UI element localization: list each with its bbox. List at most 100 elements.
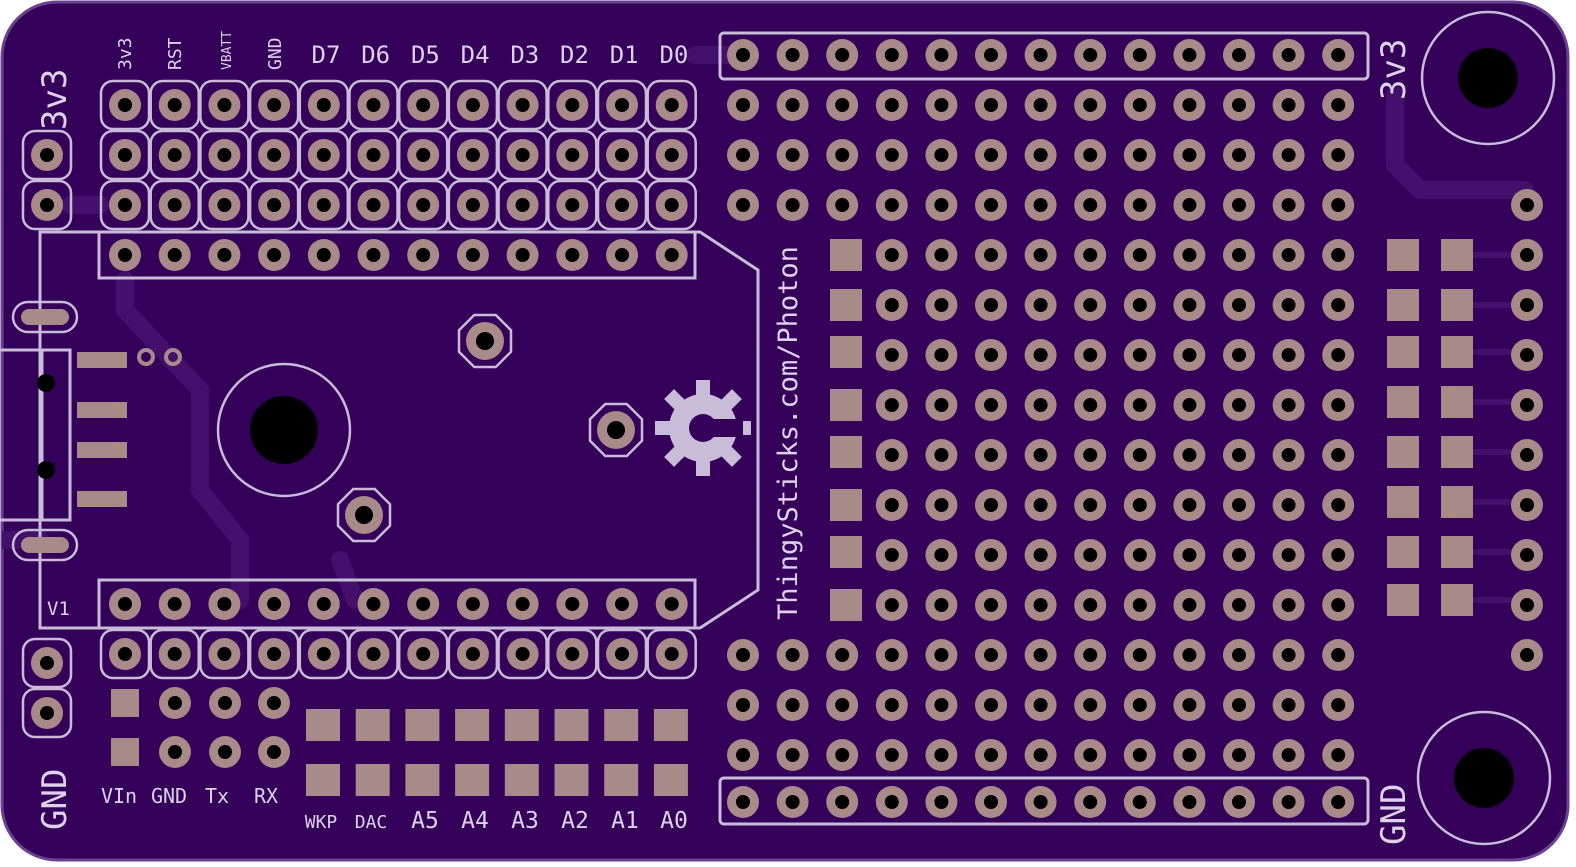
proto-pad-r7-c10-drill: [1232, 398, 1246, 412]
breakout-pad-r1-c5-outline: [348, 129, 399, 181]
proto-pad-r2-c12-drill: [1331, 148, 1346, 162]
proto-pad-r7-c12-drill: [1331, 398, 1346, 412]
proto-pad-r12-c9-drill: [1182, 648, 1197, 662]
proto-pad-r11-c7-drill: [1083, 598, 1098, 612]
breakout-pad-r0-c2-outline: [199, 79, 250, 131]
breakout-bottom-pad-11-drill: [664, 647, 679, 661]
proto-pad-r8-c5-drill: [984, 448, 998, 462]
photon-bottom-pin-1-drill: [167, 597, 182, 611]
proto-pad-r2-c4-drill: [934, 148, 949, 162]
breakout-pad-r1-c6-outline: [397, 129, 449, 181]
analog-square-pad-top-7: [653, 709, 688, 741]
analog-label-wkp: WKP: [305, 812, 338, 833]
photon-bottom-pin-7-drill: [465, 597, 480, 611]
breakout-pad-r2-c4-outline: [298, 179, 350, 231]
proto-pad-r15-c8-drill: [1132, 795, 1147, 809]
proto-pad-r0-c10-drill: [1232, 48, 1246, 62]
proto-pad-r1-c0-drill: [736, 98, 750, 112]
proto-pad-r0-c6-drill: [1033, 48, 1048, 62]
breakout-bottom-pad-8-outline: [497, 628, 548, 680]
breakout-bottom-pad-6-drill: [416, 647, 431, 661]
proto-pad-r1-c10-drill: [1232, 98, 1246, 112]
proto-pad-r6-c6-drill: [1033, 348, 1048, 362]
proto-pad-r11-c5-drill: [984, 598, 998, 612]
breakout-pad-r0-c5-outline: [348, 79, 399, 131]
breakout-pad-r0-c9-drill: [565, 98, 580, 112]
breakout-pad-r1-c8-outline: [497, 129, 548, 181]
proto-pad-r13-c0-drill: [736, 698, 750, 712]
proto-pad-r3-c1-drill: [785, 198, 800, 212]
analog-label-dac: DAC: [355, 812, 388, 833]
right-square-pad-b-7: [1441, 584, 1473, 616]
breakout-bottom-pad-2-drill: [217, 647, 232, 661]
photon-bottom-pin-2-drill: [217, 597, 232, 611]
proto-pad-r9-c4-drill: [934, 498, 949, 512]
right-square-pad-a-2: [1387, 336, 1419, 368]
proto-pad-r11-c12-drill: [1331, 598, 1346, 612]
usb-tab-1: [21, 537, 69, 553]
left-3v3-pad-0-drill: [40, 148, 54, 162]
proto-pad-r12-c0-drill: [736, 648, 750, 662]
proto-square-pad-4: [830, 436, 862, 468]
breakout-pad-r0-c8-outline: [497, 79, 548, 131]
bl-pad-top-1-drill: [168, 696, 182, 710]
proto-pad-r15-c9-drill: [1182, 795, 1197, 809]
proto-pad-r9-c6-drill: [1033, 498, 1048, 512]
proto-pad-r0-c3-drill: [884, 48, 899, 62]
breakout-pad-r0-c1-outline: [149, 79, 200, 131]
proto-pad-r6-c4-drill: [934, 348, 949, 362]
proto-pad-r2-c9-drill: [1182, 148, 1197, 162]
bottom-label-gnd: GND: [151, 784, 187, 808]
proto-pad-r13-c9-drill: [1182, 698, 1197, 712]
breakout-pad-r2-c6-drill: [416, 198, 431, 212]
bl-pad-bot-3-drill: [267, 745, 281, 759]
breakout-pad-r1-c3-outline: [248, 129, 300, 181]
proto-pad-r13-c4-drill: [934, 698, 949, 712]
header-label-d6: D6: [361, 41, 390, 69]
top-right-mount-hole-ring: [1420, 10, 1556, 146]
proto-pad-r0-c0-drill: [736, 48, 750, 62]
breakout-pad-r1-c4-drill: [316, 148, 331, 162]
photon-bottom-pin-4-drill: [316, 597, 331, 611]
proto-pad-r3-c7-drill: [1083, 198, 1098, 212]
proto-pad-r1-c5-drill: [984, 98, 998, 112]
proto-pad-r0-c9-drill: [1182, 48, 1197, 62]
header-label-d0: D0: [659, 41, 688, 69]
proto-pad-r4-c9-drill: [1182, 248, 1197, 262]
proto-pad-r12-c7-drill: [1083, 648, 1098, 662]
website-vertical-text: ThingySticks.com/Photon: [773, 246, 804, 620]
proto-pad-r7-c7-drill: [1083, 398, 1098, 412]
breakout-pad-r2-c11-drill: [664, 198, 679, 212]
top-header-outline: [97, 230, 697, 280]
proto-pad-r5-c6-drill: [1033, 298, 1048, 312]
usb-connector-outline: [0, 348, 72, 522]
breakout-pad-r2-c2-outline: [199, 179, 250, 231]
bottom-header-outline: [97, 578, 697, 630]
analog-label-a1: A1: [611, 808, 639, 834]
proto-pad-r11-c10-drill: [1232, 598, 1246, 612]
breakout-bottom-pad-4-drill: [316, 647, 331, 661]
proto-pad-r7-c9-drill: [1182, 398, 1197, 412]
breakout-pad-r1-c11-outline: [646, 129, 697, 181]
analog-label-a3: A3: [511, 808, 539, 834]
proto-pad-r14-c1-drill: [785, 748, 800, 762]
analog-square-pad-bot-1: [355, 764, 390, 796]
photon-top-pin-0-drill: [118, 248, 132, 262]
breakout-pad-r2-c5-drill: [366, 198, 381, 212]
proto-square-pad-5: [830, 489, 862, 521]
proto-pad-r12-c10-drill: [1232, 648, 1246, 662]
proto-pad-r2-c0-drill: [736, 148, 750, 162]
breakout-pad-r1-c9-drill: [565, 148, 580, 162]
breakout-pad-r0-c5-drill: [366, 98, 381, 112]
photon-mount-pad-bottom-drill: [355, 506, 373, 524]
proto-pad-r10-c5-drill: [984, 548, 998, 562]
right-square-pad-a-0: [1387, 239, 1419, 271]
proto-square-pad-3: [830, 389, 862, 421]
analog-square-pad-bot-3: [455, 764, 490, 796]
proto-pad-r10-c4-drill: [934, 548, 949, 562]
right-edge-pin-1-drill: [1520, 248, 1534, 262]
proto-pad-r12-c12-drill: [1331, 648, 1346, 662]
proto-pad-r14-c5-drill: [984, 748, 998, 762]
proto-pad-r1-c3-drill: [884, 98, 899, 112]
breakout-pad-r1-c0-outline: [99, 129, 151, 181]
